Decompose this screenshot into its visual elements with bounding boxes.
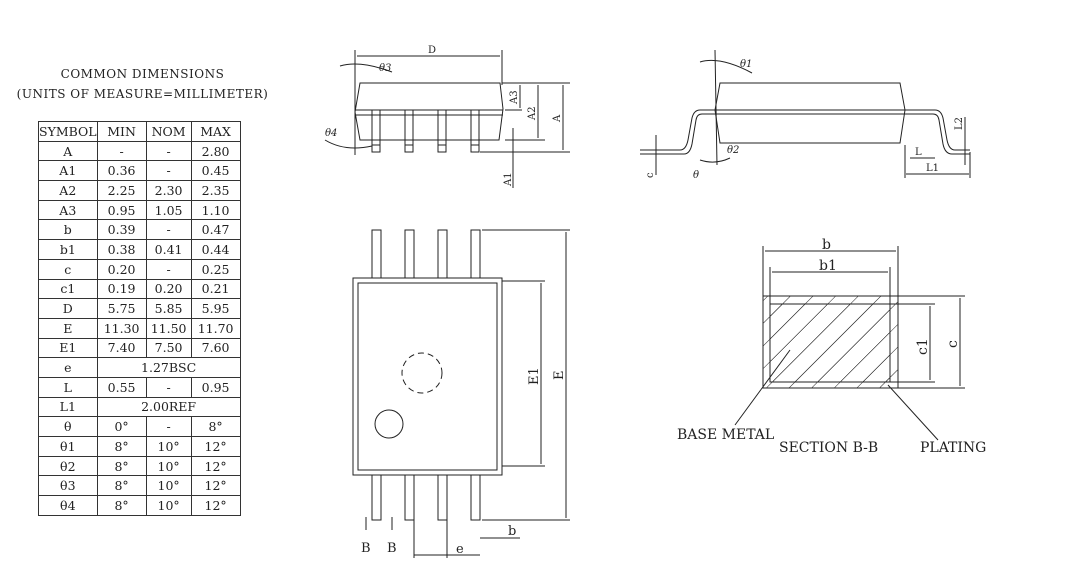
value-cell: 2.80	[190, 140, 241, 162]
value-cell: 2.35	[190, 180, 241, 201]
label-section-c: c	[945, 340, 961, 348]
package-body	[354, 82, 504, 141]
header-min: MIN	[96, 121, 147, 142]
label-theta4: θ4	[325, 128, 337, 139]
label-theta1: θ1	[740, 59, 752, 70]
label-section-c1: c1	[915, 338, 931, 355]
side-view-front: D θ3 θ4 A3 A2 A A1	[324, 45, 570, 188]
symbol-cell: A3	[38, 199, 98, 221]
label-E: E	[552, 371, 567, 381]
value-cell: 0.44	[190, 239, 241, 260]
label-B-left: B	[361, 541, 371, 556]
symbol-cell: L1	[38, 396, 98, 418]
value-cell: 8°	[96, 475, 147, 497]
label-L2: L2	[954, 117, 965, 130]
side-view-end: θ1 θ2 θ c L L1 L2	[640, 49, 971, 181]
label-c: c	[645, 172, 656, 178]
label-section-b1: b1	[819, 258, 837, 274]
label-theta: θ	[693, 170, 699, 181]
label-A: A	[552, 114, 563, 123]
value-cell: 12°	[190, 495, 241, 516]
header-symbol: SYMBOL	[38, 121, 98, 142]
ejector-pin-mark	[401, 352, 443, 394]
value-cell: 8°	[96, 495, 147, 516]
value-cell: 12°	[190, 436, 241, 457]
table-title: COMMON DIMENSIONS	[60, 67, 225, 81]
value-cell: 0.47	[190, 219, 241, 241]
pin1-indicator	[374, 409, 404, 439]
value-cell: 7.40	[96, 337, 147, 359]
value-cell: 7.60	[190, 337, 241, 359]
label-theta2: θ2	[727, 145, 739, 156]
symbol-cell: θ4	[38, 495, 98, 516]
symbol-cell: θ3	[38, 475, 98, 497]
value-cell: 0.21	[190, 278, 241, 300]
label-section-b: b	[822, 237, 831, 253]
table-subtitle: (UNITS OF MEASURE=MILLIMETER)	[16, 87, 269, 101]
label-A3: A3	[509, 90, 520, 105]
label-base-metal: BASE METAL	[677, 427, 774, 443]
value-cell: 10°	[145, 495, 192, 516]
value-cell: 0.36	[96, 160, 147, 182]
value-cell: 0.45	[190, 160, 241, 182]
value-cell: 0.25	[190, 258, 241, 280]
top-view: B B e b E1 E	[352, 229, 570, 558]
value-cell: 0.20	[145, 278, 192, 300]
label-b: b	[508, 524, 516, 539]
label-section: SECTION B-B	[779, 440, 878, 456]
symbol-cell: θ1	[38, 436, 98, 457]
leads-front	[371, 109, 480, 153]
label-B-right: B	[387, 541, 397, 556]
value-cell: 0.38	[96, 239, 147, 260]
label-D: D	[428, 45, 436, 56]
label-E1: E1	[527, 367, 542, 385]
label-theta3: θ3	[379, 63, 391, 74]
label-plating: PLATING	[920, 440, 986, 456]
symbol-cell: A2	[38, 180, 98, 201]
package-body-end	[714, 82, 906, 144]
value-cell: 0.20	[96, 258, 147, 280]
label-A1: A1	[503, 172, 514, 187]
label-A2: A2	[527, 106, 538, 121]
leads-top	[371, 229, 481, 521]
section-b-b: b b1 c1 c BASE METAL SECTION B-B PLATING	[677, 237, 986, 456]
label-L: L	[915, 147, 922, 158]
label-L1: L1	[926, 163, 939, 174]
label-e: e	[456, 542, 464, 557]
